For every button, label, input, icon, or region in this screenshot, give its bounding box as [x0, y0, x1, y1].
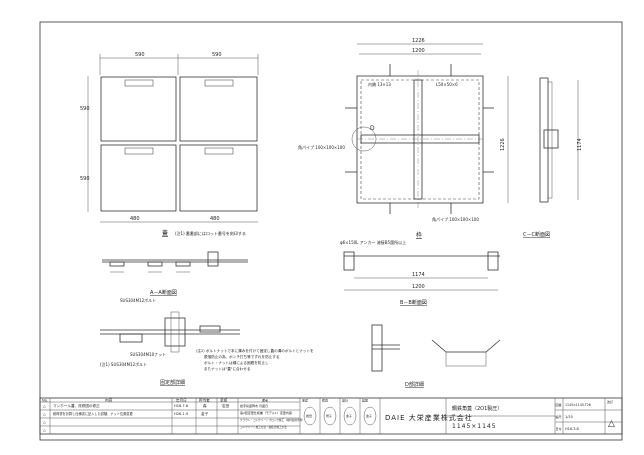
rev-header-date: 年月日	[176, 398, 187, 403]
rev-cell: △	[43, 412, 46, 416]
stamp-header: 製図	[362, 398, 368, 403]
stamp: 金子	[366, 413, 372, 418]
note-fix1: (注1) SUS304M12ボルト	[100, 361, 147, 367]
lid-plan-view: 590 590 590 590 480 480 蓋 (注1) 番番部にはロット番…	[80, 52, 259, 237]
remark-item: 第2回変更仕様書（モデル1）変更内容	[240, 410, 292, 415]
aa-title: A－A断面図	[150, 289, 177, 296]
frame-pipe-left-label: 角パイプ 100×100×100	[298, 144, 345, 150]
scale-value: 1/10	[565, 415, 573, 419]
anchor-label: φ6×150L アンカー 溶接B5箇所以上	[340, 239, 406, 245]
number-label: 図番	[556, 402, 562, 407]
rev-header-approve: 承認	[220, 398, 228, 403]
rev-cell: H16.7.6	[174, 404, 189, 408]
date-value: H16.3.8	[565, 427, 579, 431]
remarks-header: 備考	[262, 398, 268, 403]
rev-cell: △	[43, 428, 46, 432]
fix-title: 固定部詳細	[160, 379, 185, 386]
cc-section-view: 1226 1174 C－C断面図	[500, 76, 583, 238]
stamp: 金子	[346, 413, 352, 418]
frame-pipe-bottom-label: 角パイプ 100×100×100	[432, 216, 479, 222]
fixing-detail-view: SUS304M12ボルト SUS304M10ナット (注1) SUS304M12…	[100, 297, 314, 386]
remark-item: 岩手県盛岡市 月盛日	[240, 403, 268, 408]
drawing-border	[39, 21, 623, 441]
revision-row: △ マンホール蓋、改修図の修正 H16.7.6 森 岩田	[43, 403, 230, 408]
drawing-name: 鋼鉄角蓋（2O1製圧）	[452, 405, 502, 412]
rev-cell: 岩田	[222, 403, 230, 408]
dim-lid-height-bottom: 590	[80, 176, 90, 182]
bolt1-label: SUS304M12ボルト	[120, 297, 156, 303]
rev-cell: 森	[203, 403, 207, 408]
stamp: 岩田	[306, 413, 312, 418]
rev-header-person: 担当者	[199, 398, 210, 403]
stamp-header: 設計	[342, 398, 348, 403]
dim-bb-outer: 1200	[412, 284, 425, 290]
revision-table: No. 内容 年月日 担当者 承認 △ マンホール蓋、改修図の修正 H16.7.…	[40, 398, 301, 434]
dim-lid-right: 590	[212, 52, 222, 58]
rev-cell: 金子	[201, 411, 209, 416]
revision-row: △	[43, 428, 46, 432]
rev-symbol: △	[608, 419, 615, 429]
revision-row: △ 耐荷重を計算し仕様書に記入した試験、ナット位置変更 H26.1.9 金子	[43, 411, 209, 416]
dim-cc-height: 1226	[500, 138, 506, 151]
bb-title: B－B断面図	[400, 299, 427, 306]
d-title: D部詳細	[405, 381, 424, 388]
rev-label: 改訂	[607, 399, 613, 404]
note-fix5: またナットは"蓋"に合わせる	[204, 366, 251, 371]
rev-cell: △	[43, 420, 46, 424]
approval-section: 備考 岩手県盛岡市 月盛日 第2回変更仕様書（モデル1）変更内容 クラウン・コン…	[240, 398, 381, 434]
stamp: 増子	[326, 413, 332, 418]
note-fix2: (注2) ボルトナットで本に溝みを付けて固定し蓋の溝のボルトとナットを	[196, 348, 314, 353]
company-name: DAIE 大栄産業株式会社	[385, 413, 473, 422]
frame-plan-view: 1226 1200 D 内鎖 13×13 L50×50×6 角パイプ 100×1…	[298, 38, 494, 239]
revision-row: △	[43, 420, 46, 424]
dim-lid-bottom-left: 480	[130, 216, 140, 222]
remark-item: コンクリート施工方法・蓋結合施工方法	[240, 425, 287, 429]
title-block: No. 内容 年月日 担当者 承認 △ マンホール蓋、改修図の修正 H16.7.…	[39, 398, 623, 435]
lid-title: 蓋	[162, 229, 168, 237]
scale-label: 縮尺	[556, 414, 562, 419]
rev-cell: 耐荷重を計算し仕様書に記入した試験、ナット位置変更	[53, 411, 133, 416]
drawing-size: 1145×1145	[452, 423, 497, 430]
aa-section-view: A－A断面図	[102, 251, 248, 296]
dim-bb-inner: 1174	[412, 272, 425, 278]
dim-lid-height-top: 590	[80, 106, 90, 112]
d-detail-view: D部詳細	[371, 324, 501, 388]
dim-frame-outer: 1226	[412, 38, 425, 44]
rev-cell: マンホール蓋、改修図の修正	[53, 403, 100, 408]
remark-item: クラウン・コンクリートブロック施工（材料使用条件）	[240, 418, 305, 422]
dim-frame-inner: 1200	[412, 48, 425, 54]
frame-chain-label: 内鎖 13×13	[368, 81, 391, 87]
dim-lid-bottom-right: 480	[210, 216, 220, 222]
bolt2-label: SUS304M10ナット	[130, 351, 166, 357]
rev-cell: △	[43, 404, 46, 408]
stamp-header: 承認	[302, 398, 308, 403]
frame-angle-label: L50×50×6	[436, 82, 458, 87]
stamp-header: 照査	[322, 398, 328, 403]
dim-lid-left: 590	[135, 52, 145, 58]
lid-note: (注1) 番番部にはロット番号を刻印する	[175, 230, 246, 236]
frame-title: 枠	[416, 231, 422, 239]
rev-cell: H26.1.9	[174, 412, 189, 416]
note-fix4: ボルト・ナットは錆による固着を防止し	[204, 360, 269, 365]
rev-header-no: No.	[42, 399, 48, 403]
cc-title: C－C断面図	[523, 231, 550, 238]
bb-section-view: φ6×150L アンカー 溶接B5箇所以上 1174 1200 B－B断面図	[340, 239, 500, 306]
svg-text:D: D	[370, 125, 375, 132]
rev-header-content: 内容	[105, 398, 113, 403]
dim-cc-inner: 1174	[577, 138, 583, 151]
note-fix3: 脱落防止の為、ポンチ打ち等でずれを防止する	[204, 354, 280, 359]
drawing-number: 1145×1145-T26	[565, 403, 591, 407]
date-label: 日付	[556, 426, 562, 431]
